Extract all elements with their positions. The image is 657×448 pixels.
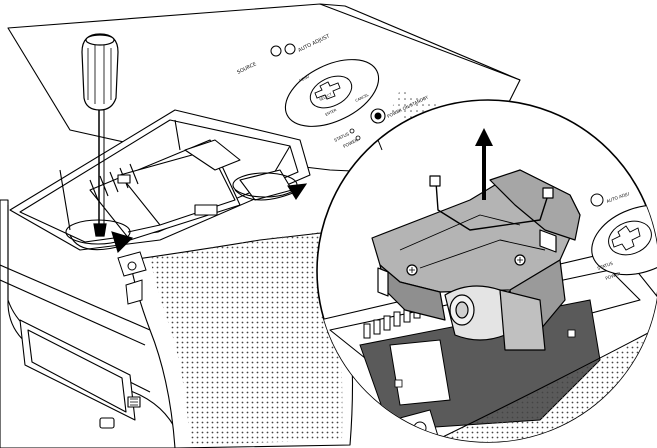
status-indicator (349, 128, 355, 134)
cancel-label: CANCEL (355, 93, 370, 103)
inset-pointer (377, 139, 383, 151)
lamp-compartment (9, 109, 311, 251)
speaker-grille (150, 232, 343, 445)
inset-auto-adjust-button (590, 193, 604, 207)
rotation-arrow-icon (232, 172, 308, 201)
select-label: SELECT (319, 92, 334, 102)
power-indicator (355, 135, 361, 141)
up-arrow-icon (475, 128, 493, 200)
lamp-housing (371, 169, 581, 351)
select-dial[interactable]: SELECT MENU ENTER CANCEL (275, 46, 389, 140)
screwdriver-icon (81, 33, 119, 237)
control-panel: SOURCE AUTO ADJUST SELECT MENU ENTER CAN… (236, 33, 430, 150)
rotation-arrow-icon (65, 219, 161, 254)
auto-adjust-button[interactable] (284, 43, 296, 55)
enter-label: ENTER (325, 108, 338, 117)
inset-status-label: STATUS (597, 261, 614, 272)
lamp-latch (117, 251, 147, 305)
inset-power-label: POWER (605, 271, 622, 282)
power-button[interactable] (370, 108, 386, 124)
menu-label: MENU (299, 74, 311, 82)
source-button[interactable] (270, 45, 282, 57)
inset-contents: AUTO ADJU STATUS POWER (319, 128, 657, 442)
